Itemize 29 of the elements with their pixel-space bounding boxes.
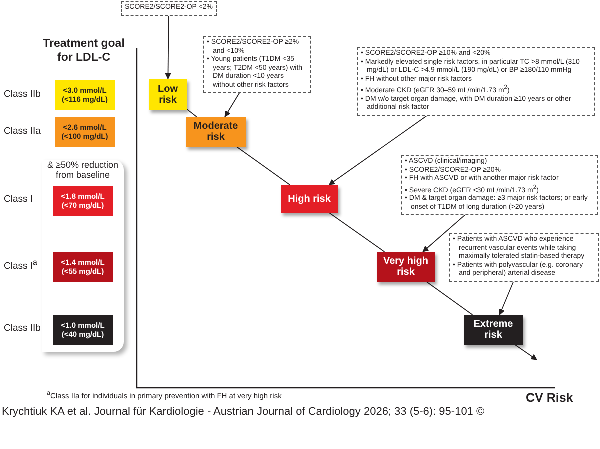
connector-line: [328, 212, 386, 252]
class-label: Class I: [4, 194, 34, 205]
caption: Krychtiuk KA et al. Journal für Kardiologie - Austrian Journal of Cardiology 2026; 33 (5-6): 95-101 ©: [2, 406, 485, 418]
criteria-box: [401, 155, 598, 216]
connector-line: [186, 108, 198, 118]
criteria-box: [203, 36, 311, 93]
heading: Treatment goal for LDL-C: [42, 37, 126, 65]
arrow: [328, 115, 428, 186]
criteria-box: [357, 47, 595, 116]
connector-line: [426, 282, 474, 316]
card-panel: [42, 160, 124, 352]
arrow: [224, 92, 240, 118]
class-label: Class I$^{a}$: [4, 258, 38, 272]
arrow: [514, 344, 538, 360]
risk-box: High risk: [281, 185, 338, 213]
axis-label: CV Risk: [526, 391, 574, 405]
card-heading: & ≥50% reduction from baseline: [46, 160, 120, 180]
arrow: [165, 16, 172, 80]
risk-box: Low risk: [149, 79, 187, 110]
criteria-box: [449, 233, 599, 282]
class-label: Class IIb: [4, 323, 41, 334]
risk-box: Moderate risk: [186, 117, 246, 147]
arrow: [499, 281, 514, 316]
class-label: Class IIa: [4, 126, 41, 137]
connector-line: [236, 146, 290, 186]
risk-box: Very high risk: [377, 252, 435, 282]
risk-box: Extreme risk: [464, 315, 523, 345]
class-label: Class IIb: [4, 89, 41, 100]
arrow: [422, 214, 466, 252]
